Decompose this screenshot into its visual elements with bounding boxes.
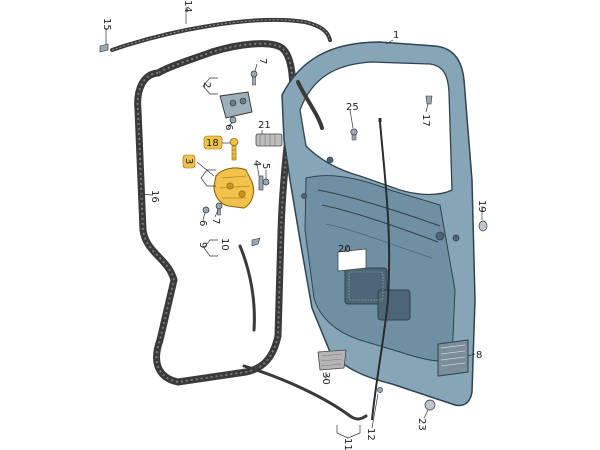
callout-3: 3: [183, 158, 194, 164]
window-guide-strip: [296, 80, 324, 130]
callout-18-badge: 18: [203, 135, 223, 150]
screw-part-6-lower: [202, 206, 210, 214]
callout-8: 8: [476, 350, 482, 361]
callout-21: 21: [258, 120, 271, 131]
callout-23: 23: [416, 418, 427, 431]
screw-part-7-lower: [215, 202, 223, 216]
hinge-pad-21: [255, 133, 283, 147]
callout-20: 20: [338, 244, 351, 255]
callout-19: 19: [476, 200, 487, 213]
plug-part-19: [478, 220, 488, 232]
callout-14: 14: [182, 0, 193, 13]
callout-6-lower: 6: [197, 220, 208, 226]
callout-7-lower: 7: [210, 218, 221, 224]
highlighted-hinge-3: [213, 167, 255, 209]
bottom-seal-strip: [242, 364, 368, 421]
panel-part-20: [337, 248, 367, 272]
callout-10: 10: [219, 238, 230, 251]
callout-11: 11: [342, 438, 353, 450]
cap-part-23: [424, 399, 436, 411]
callout-16: 16: [149, 190, 160, 203]
callout-6-upper: 6: [223, 124, 234, 130]
door-rod: [371, 121, 391, 421]
screw-part-4: [258, 175, 264, 191]
clip-part-17: [425, 95, 433, 105]
callout-9: 9: [197, 242, 208, 248]
screw-part-5: [262, 178, 270, 186]
callout-18: 18: [206, 138, 219, 149]
screw-part-25: [350, 128, 358, 141]
callout-30: 30: [320, 372, 331, 385]
grille-part-8: [437, 339, 469, 377]
screw-part-7-upper: [250, 70, 258, 86]
callout-3-badge: 3: [182, 154, 196, 169]
callout-1: 1: [393, 30, 399, 41]
upper-hinge-2: [219, 91, 253, 119]
callout-25: 25: [346, 102, 359, 113]
guide-strip-10: [238, 244, 256, 332]
clip-part-15: [99, 43, 109, 53]
pad-part-30: [317, 349, 347, 371]
callout-15: 15: [101, 18, 112, 31]
clip-part-12: [377, 387, 383, 393]
clip-part-11: [251, 237, 261, 247]
callout-17: 17: [420, 114, 431, 127]
callout-7-upper: 7: [257, 58, 268, 64]
callout-2: 2: [201, 82, 212, 88]
screw-part-6-upper: [229, 116, 237, 124]
callout-4: 4: [251, 160, 262, 166]
callout-5: 5: [260, 163, 271, 169]
callout-12: 12: [365, 428, 376, 441]
bolt-part-18: [229, 138, 239, 161]
door-seal-16: [134, 40, 297, 386]
